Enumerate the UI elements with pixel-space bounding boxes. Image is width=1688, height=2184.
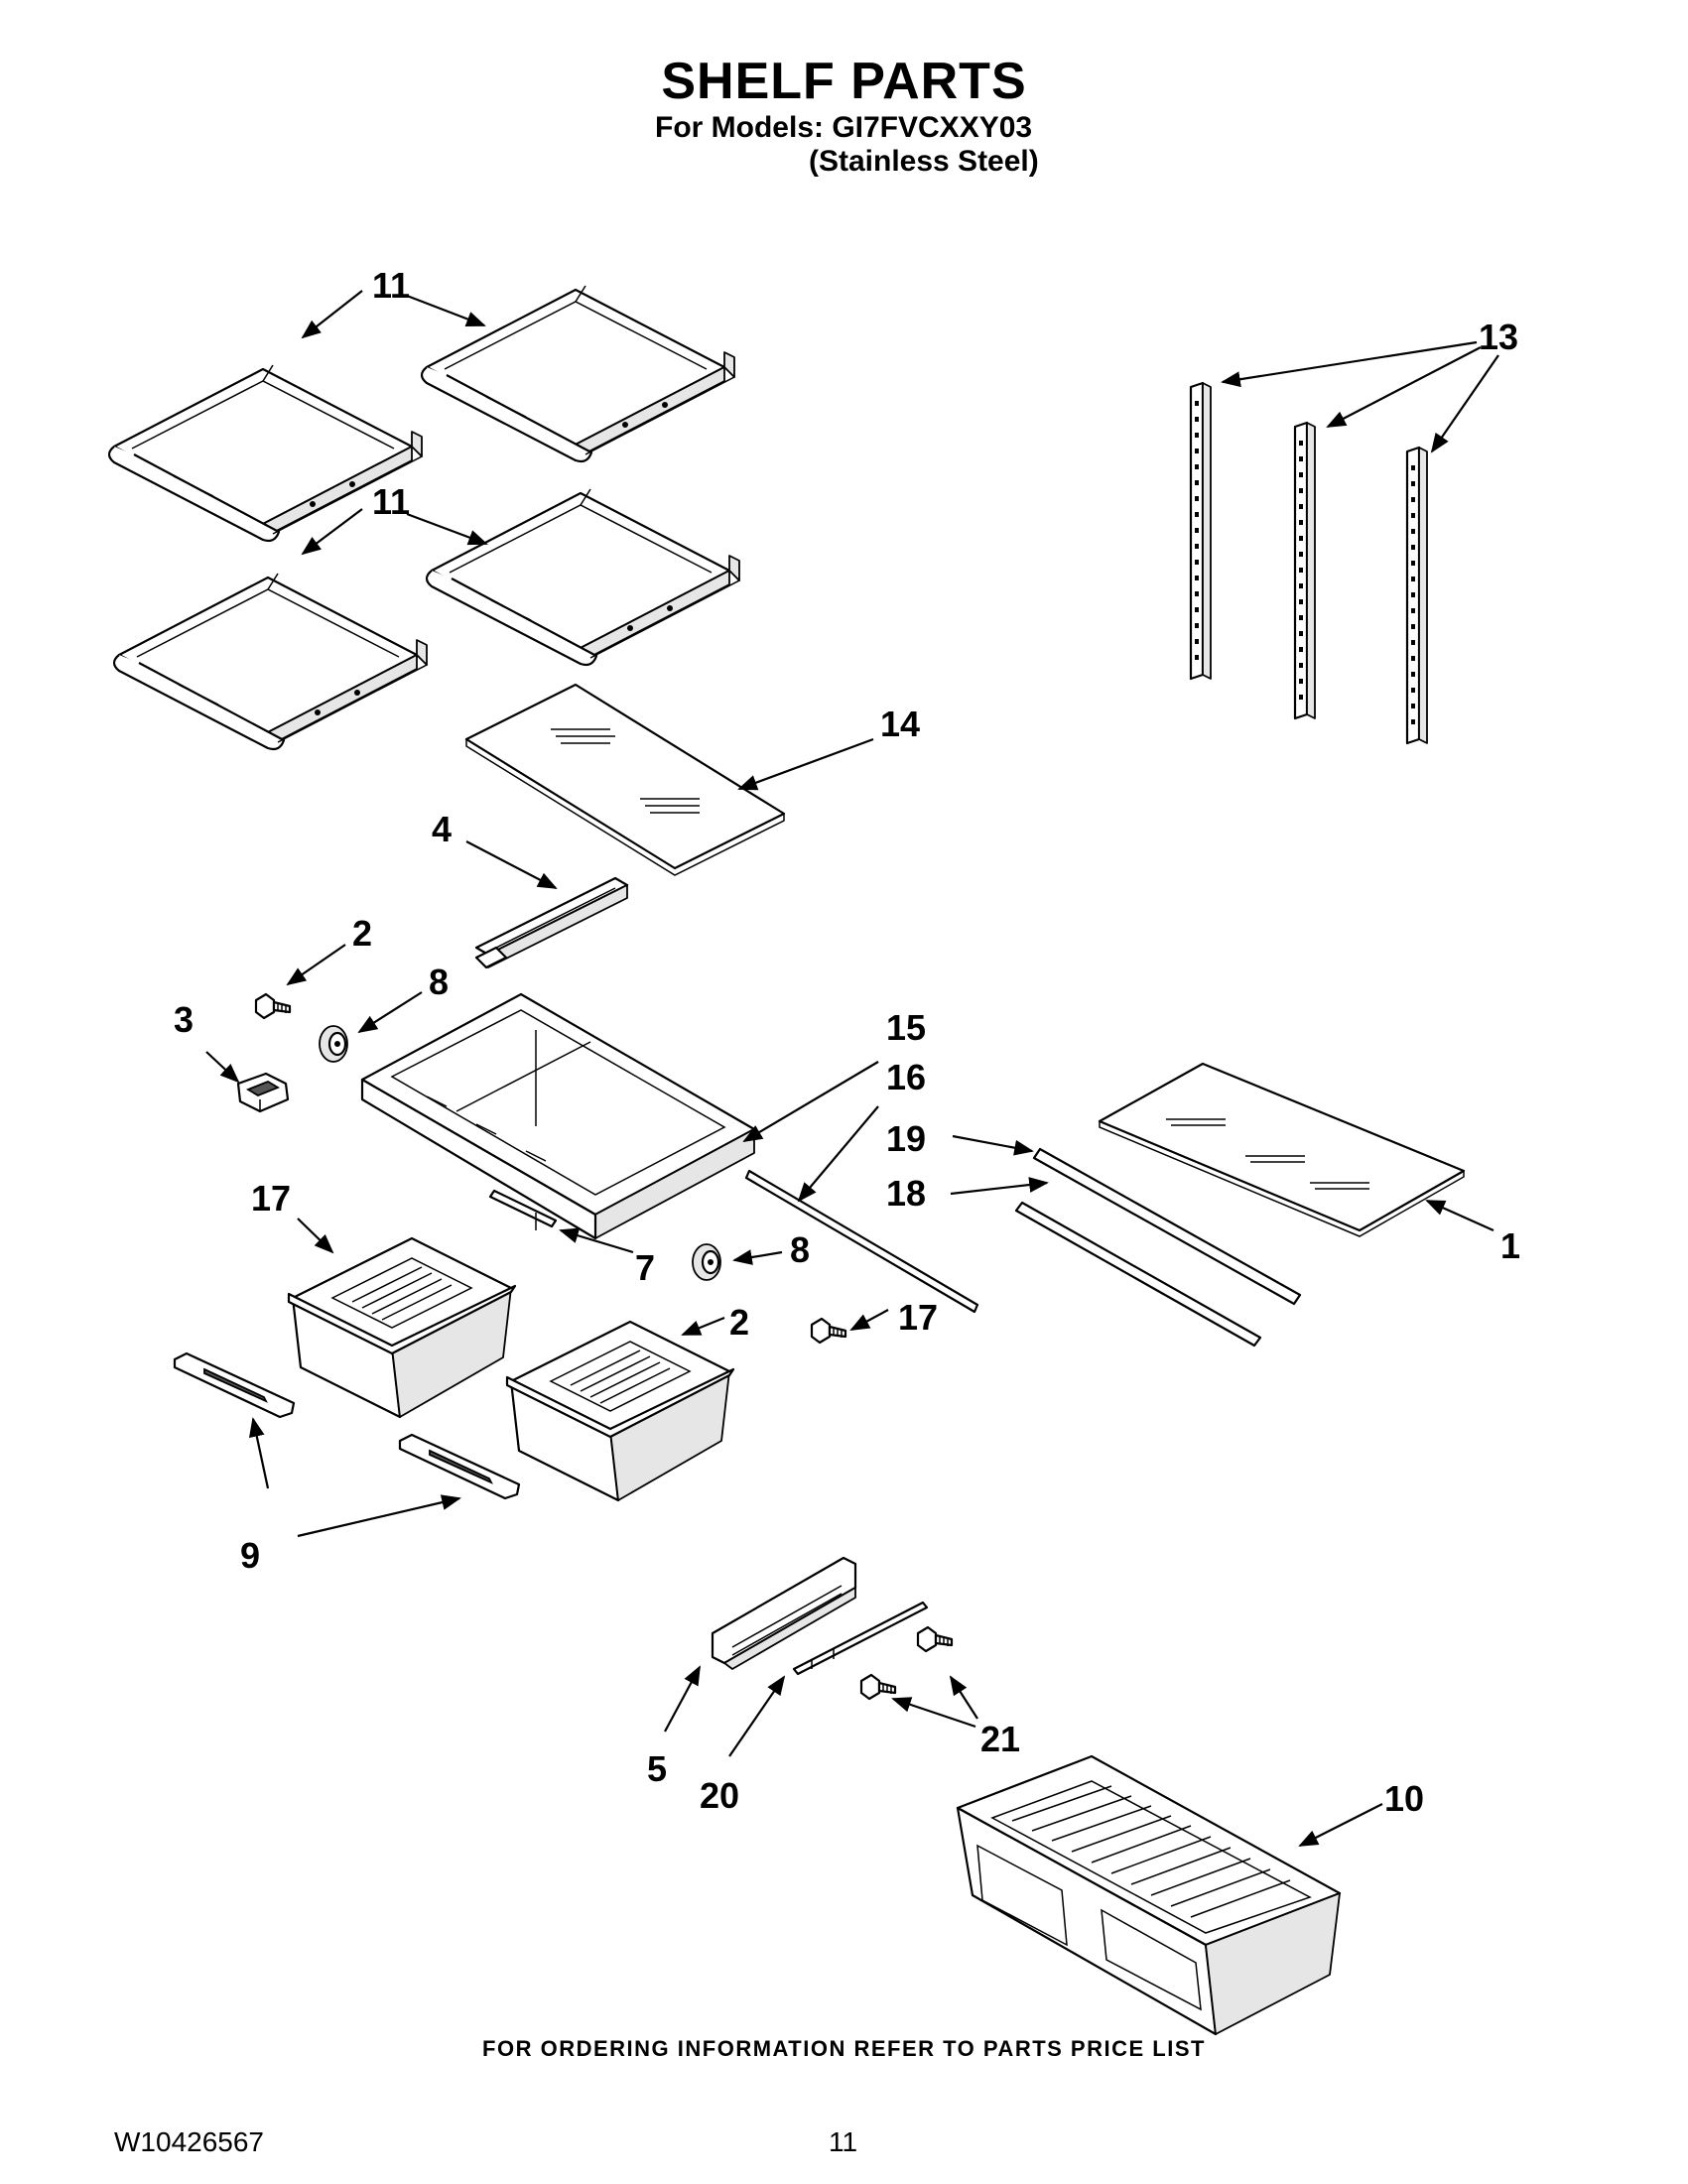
callout-17-left: 17 [251,1178,291,1219]
callout-13: 13 [1479,317,1518,357]
glass-panel-14 [464,683,786,876]
callout-16: 16 [886,1057,926,1097]
handle-9-right [398,1433,521,1500]
page-title: SHELF PARTS [661,53,1027,110]
callout-2-lower: 17 [898,1297,938,1338]
callout-3: 3 [174,999,194,1040]
callout-11-a: 11 [372,265,410,306]
shelf-11-bottom-left [112,572,429,751]
rail-13-middle [1293,421,1317,720]
screw-21-upper [916,1625,954,1653]
roller-8-lower [691,1242,722,1282]
ordering-note: FOR ORDERING INFORMATION REFER TO PARTS … [482,2036,1206,2061]
crisper-frame-15 [360,992,756,1240]
crisper-17-left [287,1236,517,1419]
screw-2-upper [254,992,292,1020]
handle-9-left [173,1351,296,1419]
document-number: W10426567 [114,2126,265,2157]
basket-10 [956,1754,1342,2036]
bracket-20 [792,1601,929,1676]
glass-panel-1 [1098,1062,1466,1237]
clip-3 [236,1072,290,1113]
callout-11-b: 11 [372,481,410,522]
page-number: 11 [829,2126,858,2157]
rail-13-left [1189,381,1213,681]
callout-labels: 11 11 13 14 4 2 8 3 15 16 19 18 1 17 7 8… [174,265,1520,1819]
callout-5: 5 [647,1748,667,1789]
slide-5 [711,1556,857,1670]
roller-8-upper [318,1024,349,1064]
callout-17-right: 2 [729,1302,749,1343]
callout-18: 18 [886,1173,926,1214]
callout-7: 7 [635,1247,655,1288]
callout-10: 10 [1384,1778,1424,1819]
screw-21-lower [859,1673,897,1701]
callout-19: 19 [886,1118,926,1159]
trim-16 [744,1169,979,1314]
callout-4: 4 [432,809,452,849]
divider-4 [474,876,629,969]
callout-1: 1 [1500,1225,1520,1266]
bracket-7 [488,1189,558,1230]
rail-13-right [1405,446,1429,745]
callout-2-upper: 2 [352,913,372,954]
callout-8-upper: 8 [429,962,449,1002]
shelf-11-top-right [420,284,736,463]
callout-14: 14 [880,704,920,744]
model-number: For Models: GI7FVCXXY03 [655,111,1033,144]
shelf-11-bottom-right [425,487,741,667]
callout-9: 9 [240,1535,260,1576]
crisper-17-right [505,1320,735,1502]
model-finish: (Stainless Steel) [809,145,1039,178]
trim-18 [1014,1201,1262,1348]
screw-2-lower [810,1317,847,1345]
callout-15: 15 [886,1007,926,1048]
trim-19 [1032,1147,1302,1306]
callout-8-lower: 8 [790,1229,810,1270]
callout-20: 20 [700,1775,739,1816]
callout-21: 21 [980,1719,1020,1759]
